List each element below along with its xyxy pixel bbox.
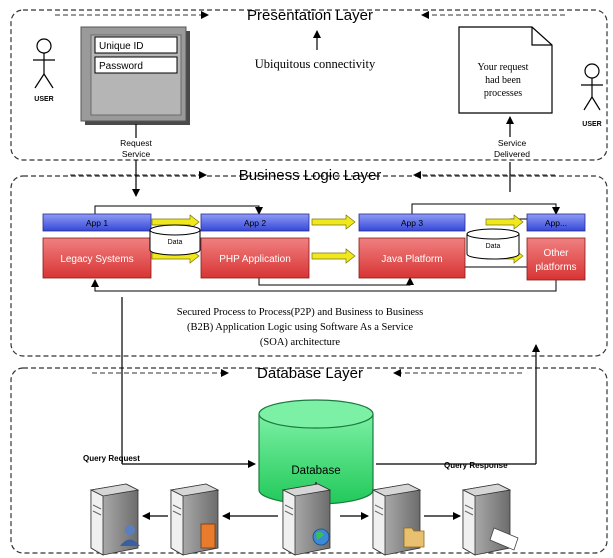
app-1-header-label: App 1 bbox=[86, 218, 108, 228]
data-label-2: Data bbox=[486, 243, 501, 250]
query-request-label: Query Request bbox=[83, 454, 140, 463]
user-stick-figure-icon bbox=[581, 63, 603, 111]
app-1-header bbox=[42, 213, 152, 232]
globe-icon bbox=[312, 528, 330, 546]
data-label-1: Data bbox=[168, 239, 183, 246]
database-layer-frame bbox=[10, 367, 608, 554]
app-2-block: App 2 PHP Application bbox=[200, 213, 310, 279]
business-description-line-1: Secured Process to Process(P2P) and Busi… bbox=[177, 307, 423, 318]
document-fold-corner bbox=[531, 27, 552, 46]
app-2-header bbox=[200, 213, 310, 232]
app-3-header bbox=[358, 213, 466, 232]
service-delivered-label-1: Service bbox=[498, 138, 527, 148]
database-label: Database bbox=[291, 465, 340, 477]
server-icon bbox=[89, 483, 140, 556]
app-2-header-label: App 2 bbox=[244, 218, 266, 228]
data-store-icon bbox=[149, 224, 201, 256]
user-label-left: USER bbox=[34, 96, 53, 103]
business-layer-title: Business Logic Layer bbox=[239, 167, 382, 184]
database-cylinder-icon bbox=[258, 399, 374, 505]
response-line-3: processes bbox=[484, 88, 522, 99]
connectivity-label: Ubiquitous connectivity bbox=[255, 57, 376, 71]
user-label-right: USER bbox=[582, 121, 601, 128]
app-3-block: App 3 Java Platform bbox=[358, 213, 466, 279]
password-label: Password bbox=[99, 61, 143, 72]
user-avatar-icon bbox=[120, 525, 140, 546]
connector-php-to-java bbox=[258, 275, 414, 286]
app-more-body-label-1: Other bbox=[543, 248, 569, 259]
app-more-block: App... Other platforms bbox=[526, 213, 586, 281]
unique-id-label: Unique ID bbox=[99, 41, 143, 52]
app-1-body bbox=[42, 237, 152, 279]
response-document-icon bbox=[458, 26, 553, 114]
document-icon bbox=[489, 527, 519, 551]
app-more-header bbox=[526, 213, 586, 232]
password-field[interactable] bbox=[94, 56, 178, 74]
request-service-label-2: Service bbox=[122, 149, 151, 159]
business-layer-frame bbox=[10, 175, 608, 357]
app-more-body bbox=[526, 237, 586, 281]
server-icon bbox=[371, 483, 422, 556]
response-line-1: Your request bbox=[478, 62, 529, 73]
app-2-body-label: PHP Application bbox=[219, 254, 291, 265]
app-1-block: App 1 Legacy Systems bbox=[42, 213, 152, 279]
business-description-line-3: (SOA) architecture bbox=[260, 337, 341, 348]
connector-return-loop bbox=[91, 279, 557, 292]
app-3-body-label: Java Platform bbox=[381, 254, 442, 265]
unique-id-field[interactable] bbox=[94, 36, 178, 54]
app-3-body bbox=[358, 237, 466, 279]
app-3-header-label: App 3 bbox=[401, 218, 423, 228]
app-2-body bbox=[200, 237, 310, 279]
business-description-line-2: (B2B) Application Logic using Software A… bbox=[187, 322, 413, 333]
app-more-body-label-2: platforms bbox=[535, 262, 576, 273]
data-store-icon bbox=[466, 228, 520, 260]
user-stick-figure-icon bbox=[33, 38, 55, 89]
database-layer-title: Database Layer bbox=[257, 365, 363, 382]
document-stack-icon bbox=[200, 523, 216, 549]
response-line-2: had been bbox=[485, 75, 521, 86]
app-more-header-label: App... bbox=[545, 218, 567, 228]
connector-app1-to-app2 bbox=[94, 205, 263, 217]
query-response-label: Query Response bbox=[444, 461, 508, 470]
app-1-body-label: Legacy Systems bbox=[60, 254, 133, 265]
folder-icon bbox=[403, 527, 425, 548]
presentation-layer-title: Presentation Layer bbox=[247, 7, 373, 24]
connector-app3-to-appx bbox=[411, 203, 560, 217]
request-service-label-1: Request bbox=[120, 138, 152, 148]
service-delivered-label-2: Delivered bbox=[494, 149, 530, 159]
